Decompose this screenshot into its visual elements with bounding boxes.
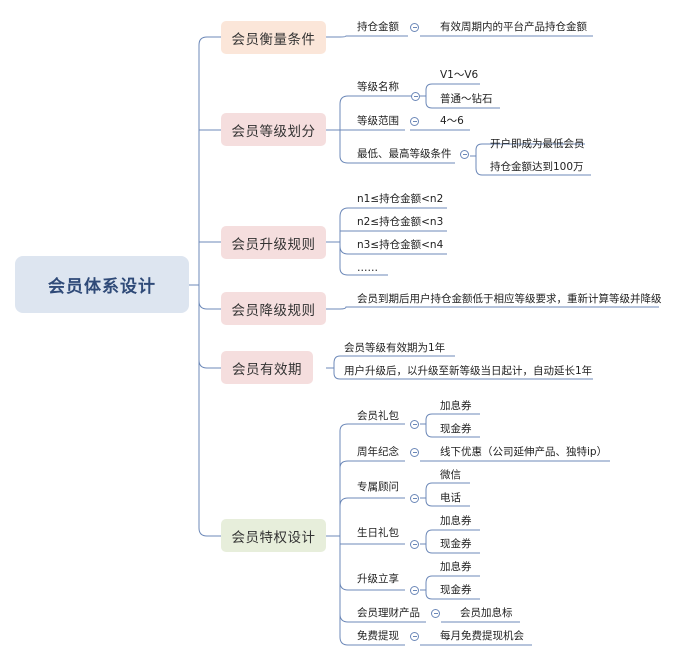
topic-min-level[interactable]: 开户即成为最低会员 — [490, 138, 585, 150]
collapse-icon[interactable] — [410, 117, 419, 126]
topic-max-level[interactable]: 持仓金额达到100万 — [490, 161, 584, 173]
topic-min-max-level[interactable]: 最低、最高等级条件 — [357, 148, 452, 160]
topic-member-gift[interactable]: 会员礼包 — [357, 410, 399, 422]
topic-holding-amount[interactable]: 持仓金额 — [357, 21, 399, 33]
topic-level-name-tier[interactable]: 普通～钻石 — [440, 93, 493, 105]
collapse-icon[interactable] — [431, 609, 440, 618]
topic-birthday-gift[interactable]: 生日礼包 — [357, 527, 399, 539]
collapse-icon[interactable] — [460, 150, 469, 159]
collapse-icon[interactable] — [410, 586, 419, 595]
topic-upgrade-reward[interactable]: 升级立享 — [357, 573, 399, 585]
branch-upgrade[interactable]: 会员升级规则 — [221, 226, 326, 259]
root-topic[interactable]: 会员体系设计 — [15, 256, 189, 313]
topic-anniversary[interactable]: 周年纪念 — [357, 446, 399, 458]
topic-anniversary-offer[interactable]: 线下优惠（公司延伸产品、独特ip） — [440, 446, 608, 458]
topic-free-withdrawal[interactable]: 免费提现 — [357, 630, 399, 642]
topic-upgrade-cash-coupon[interactable]: 现金券 — [440, 584, 472, 596]
collapse-icon[interactable] — [410, 448, 419, 457]
topic-monthly-free-withdrawal[interactable]: 每月免费提现机会 — [440, 630, 524, 642]
topic-member-interest-product[interactable]: 会员加息标 — [460, 607, 513, 619]
collapse-icon[interactable] — [410, 23, 419, 32]
topic-level-name-v[interactable]: V1～V6 — [440, 69, 479, 81]
topic-validity-extension[interactable]: 用户升级后，以升级至新等级当日起计，自动延长1年 — [344, 365, 593, 377]
topic-upgrade-rule-3[interactable]: n3≤持仓金额<n4 — [357, 239, 444, 251]
collapse-icon[interactable] — [410, 632, 419, 641]
topic-upgrade-rule-1[interactable]: n1≤持仓金额<n2 — [357, 193, 444, 205]
collapse-icon[interactable] — [410, 540, 419, 549]
branch-privilege[interactable]: 会员特权设计 — [221, 519, 326, 552]
collapse-icon[interactable] — [411, 92, 420, 101]
topic-level-range-value[interactable]: 4～6 — [440, 115, 464, 127]
collapse-icon[interactable] — [410, 420, 419, 429]
topic-advisor-phone[interactable]: 电话 — [440, 492, 461, 504]
topic-upgrade-rule-2[interactable]: n2≤持仓金额<n3 — [357, 216, 444, 228]
collapse-icon[interactable] — [410, 494, 419, 503]
topic-birthday-cash-coupon[interactable]: 现金券 — [440, 538, 472, 550]
topic-gift-interest-coupon[interactable]: 加息券 — [440, 400, 472, 412]
branch-validity[interactable]: 会员有效期 — [221, 351, 313, 384]
topic-level-name[interactable]: 等级名称 — [357, 81, 399, 93]
branch-downgrade[interactable]: 会员降级规则 — [221, 292, 326, 325]
branch-levels[interactable]: 会员等级划分 — [221, 113, 326, 146]
topic-upgrade-rule-more[interactable]: …… — [357, 262, 378, 274]
branch-measure[interactable]: 会员衡量条件 — [221, 21, 326, 54]
topic-gift-cash-coupon[interactable]: 现金券 — [440, 423, 472, 435]
topic-member-finance-product[interactable]: 会员理财产品 — [357, 607, 420, 619]
topic-level-range[interactable]: 等级范围 — [357, 115, 399, 127]
topic-advisor-wechat[interactable]: 微信 — [440, 469, 461, 481]
topic-holding-definition[interactable]: 有效周期内的平台产品持仓金额 — [440, 21, 587, 33]
topic-birthday-interest-coupon[interactable]: 加息券 — [440, 515, 472, 527]
topic-personal-advisor[interactable]: 专属顾问 — [357, 481, 399, 493]
topic-validity-period[interactable]: 会员等级有效期为1年 — [344, 342, 446, 354]
topic-upgrade-interest-coupon[interactable]: 加息券 — [440, 561, 472, 573]
topic-downgrade-rule[interactable]: 会员到期后用户持仓金额低于相应等级要求，重新计算等级并降级 — [357, 293, 662, 305]
